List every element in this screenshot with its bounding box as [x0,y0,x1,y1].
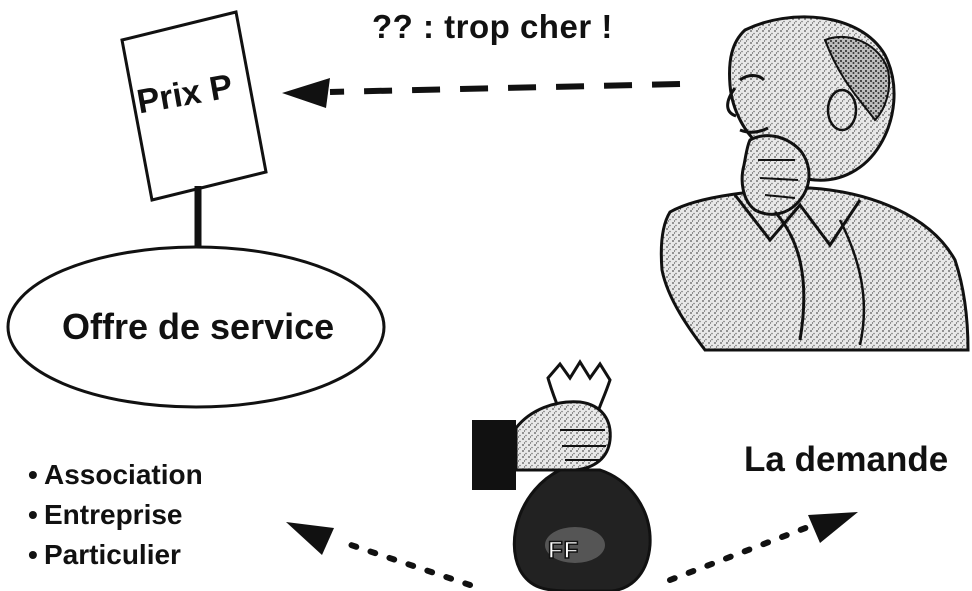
money-bag-label: FF [547,536,580,565]
demand-label: La demande [744,440,949,479]
bullet-icon: • [28,499,38,530]
bullet-icon: • [28,459,38,490]
list-item: •Particulier [28,535,203,575]
bullet-icon: • [28,539,38,570]
dotted-arrow-right [667,512,858,583]
dashed-arrow-to-price [282,78,681,108]
thinking-man-icon [659,15,970,352]
dotted-arrow-left [286,522,473,588]
list-item: •Association [28,455,203,495]
list-item: •Entreprise [28,495,203,535]
offer-label: Offre de service [62,306,335,347]
price-sign [120,10,268,202]
price-question-text: ?? : trop cher ! [372,8,613,45]
offer-types-list: •Association •Entreprise •Particulier [28,455,203,575]
money-bag-hand-icon [472,359,652,591]
offer-ellipse [6,245,386,409]
